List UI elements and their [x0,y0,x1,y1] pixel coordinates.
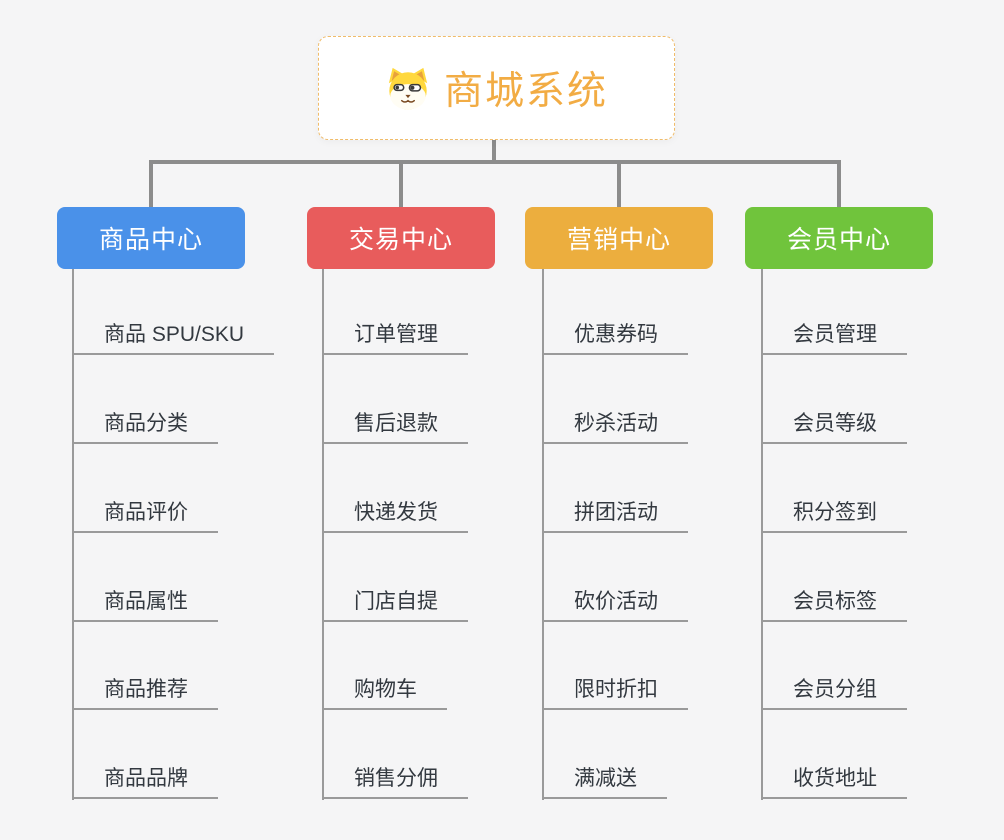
leaf-topic-product-center-2[interactable]: 商品分类 [72,406,218,444]
leaf-topic-member-center-6[interactable]: 收货地址 [761,761,907,799]
root-topic[interactable]: 商城系统 [318,36,675,140]
leaf-topic-product-center-5[interactable]: 商品推荐 [72,672,218,710]
leaf-topic-trade-center-1[interactable]: 订单管理 [322,317,468,355]
branch-topic-member-center[interactable]: 会员中心 [745,207,933,269]
root-topic-title: 商城系统 [443,70,608,113]
leaf-topic-member-center-2[interactable]: 会员等级 [761,406,907,444]
branch-topic-product-center[interactable]: 商品中心 [57,207,245,269]
dog-face-icon [388,67,428,110]
leaf-topic-marketing-center-4[interactable]: 砍价活动 [542,584,688,622]
branch-topic-label: 营销中心 [566,226,671,254]
leaf-topic-trade-center-2[interactable]: 售后退款 [322,406,468,444]
leaf-topic-marketing-center-2[interactable]: 秒杀活动 [542,406,688,444]
leaf-topic-member-center-3[interactable]: 积分签到 [761,495,907,533]
branch-topic-marketing-center[interactable]: 营销中心 [525,207,713,269]
leaf-topic-marketing-center-1[interactable]: 优惠券码 [542,317,688,355]
leaf-topic-marketing-center-5[interactable]: 限时折扣 [542,672,688,710]
branch-topic-label: 商品中心 [98,226,203,254]
branch-topic-label: 会员中心 [786,226,891,254]
leaf-topic-member-center-4[interactable]: 会员标签 [761,584,907,622]
leaf-topic-marketing-center-3[interactable]: 拼团活动 [542,495,688,533]
leaf-topic-member-center-5[interactable]: 会员分组 [761,672,907,710]
main-connectors [149,139,841,207]
leaf-topic-product-center-1[interactable]: 商品 SPU/SKU [72,317,275,355]
leaf-topic-trade-center-6[interactable]: 销售分佣 [322,761,468,799]
branch-topic-label: 交易中心 [348,226,453,254]
leaf-topic-member-center-1[interactable]: 会员管理 [761,317,907,355]
leaf-topic-product-center-6[interactable]: 商品品牌 [72,761,218,799]
leaf-topic-trade-center-5[interactable]: 购物车 [322,672,447,710]
leaf-topic-product-center-4[interactable]: 商品属性 [72,584,218,622]
leaf-topic-trade-center-3[interactable]: 快递发货 [322,495,468,533]
leaf-topic-product-center-3[interactable]: 商品评价 [72,495,218,533]
leaf-topic-trade-center-4[interactable]: 门店自提 [322,584,468,622]
leaf-topic-marketing-center-6[interactable]: 满减送 [542,761,667,799]
branch-topic-trade-center[interactable]: 交易中心 [307,207,495,269]
